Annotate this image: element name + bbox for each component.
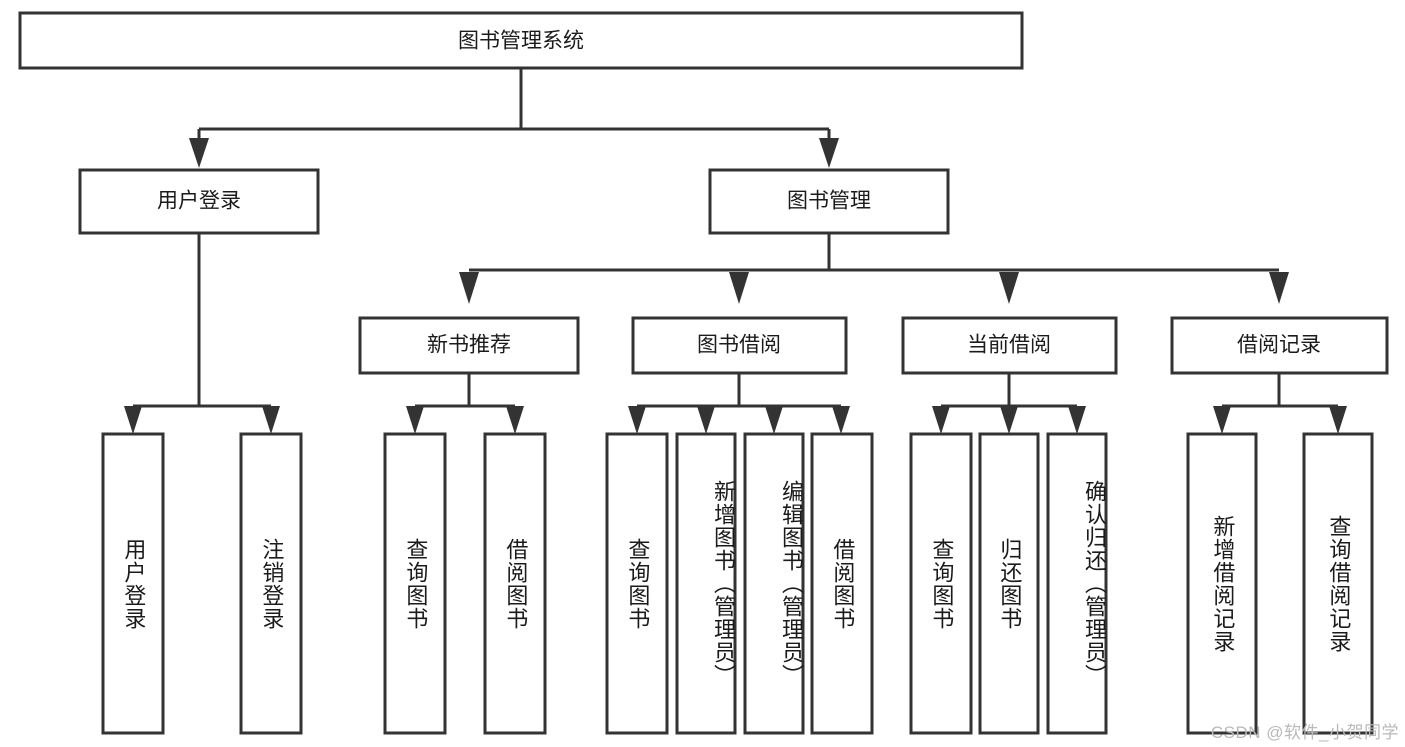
node-label-borrow-record: 借阅记录 [1237,334,1321,357]
node-box-leaf-edit-book[interactable] [743,432,805,735]
arrow-head-bookborrow [729,272,749,304]
arrow-head-newbook [459,272,479,304]
arrow-head-leaf-add-book [697,406,715,434]
arrow-head-leaf-return-book [1000,406,1018,434]
node-box-current-borrow[interactable] [901,316,1118,375]
node-box-leaf-add-record[interactable] [1186,432,1258,735]
node-box-book-borrow[interactable] [631,316,848,375]
node-box-leaf-return-book[interactable] [978,432,1040,735]
node-box-leaf-user-login[interactable] [101,432,165,735]
arrow-head-leaf-confirm-return [1068,406,1086,434]
connector-group [124,68,1347,434]
node-label-root: 图书管理系统 [458,30,584,53]
node-box-leaf-query-book-3[interactable] [909,432,973,735]
node-box-leaf-borrow-book-2[interactable] [810,432,874,735]
arrow-head-leaf-query-record [1329,406,1347,434]
arrow-head-currentborrow [999,272,1019,304]
node-box-leaf-borrow-book-1[interactable] [483,432,547,735]
arrow-head-leaf-logout-login [262,406,280,434]
arrow-head-bookmanage [819,138,839,168]
node-box-new-book-recommend[interactable] [358,316,580,375]
node-box-borrow-record[interactable] [1170,316,1389,375]
arrow-head-leaf-query-book-2 [628,406,646,434]
arrow-head-leaf-add-record [1213,406,1231,434]
arrow-head-leaf-user-login [124,406,142,434]
node-box-user-login[interactable] [78,168,320,235]
node-box-book-manage[interactable] [708,168,950,235]
arrow-head-leaf-borrow-book-2 [832,406,850,434]
node-group: 图书管理系统 用户登录 图书管理 新书推荐 图书借阅 当前借阅 借阅记录 [18,11,1389,735]
arrow-head-leaf-query-book-3 [932,406,950,434]
node-label-book-manage: 图书管理 [787,190,871,213]
csdn-watermark: CSDN @软件_小贺同学 [1210,723,1399,742]
arrow-head-leaf-query-book-1 [406,406,424,434]
node-box-leaf-logout-login[interactable] [239,432,303,735]
node-label-book-borrow: 图书借阅 [697,334,781,357]
node-label-current-borrow: 当前借阅 [967,334,1051,357]
node-label-new-book-recommend: 新书推荐 [427,334,511,357]
node-box-leaf-confirm-return[interactable] [1046,432,1108,735]
node-box-leaf-add-book[interactable] [675,432,737,735]
arrow-head-leaf-edit-book [765,406,783,434]
arrow-head-userlogin [189,138,209,168]
node-label-user-login: 用户登录 [157,190,241,213]
node-box-leaf-query-record[interactable] [1302,432,1374,735]
arrow-head-borrowrecord [1269,272,1289,304]
node-box-leaf-query-book-2[interactable] [605,432,669,735]
node-box-root[interactable] [18,11,1024,70]
arrow-head-leaf-borrow-book-1 [506,406,524,434]
node-box-leaf-query-book-1[interactable] [383,432,447,735]
